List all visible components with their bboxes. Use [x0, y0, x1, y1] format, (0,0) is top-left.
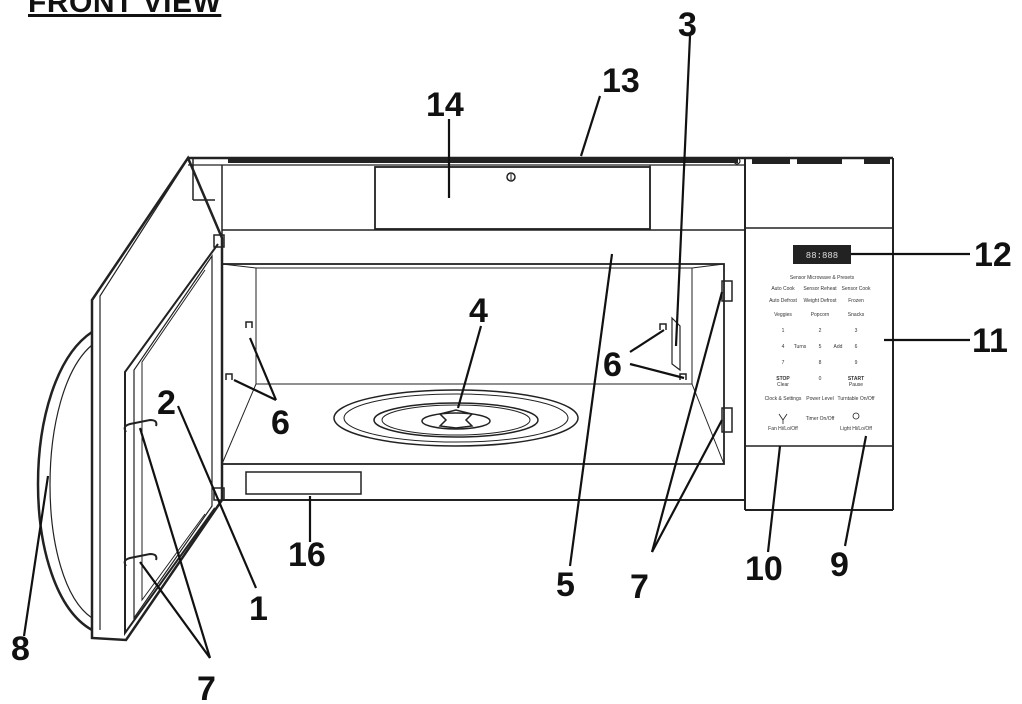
callout-5: 5 — [556, 566, 575, 604]
callout-16: 16 — [288, 536, 326, 574]
leader-6b — [233, 379, 277, 401]
door-latch-upper — [123, 418, 158, 433]
callout-3: 3 — [678, 6, 697, 44]
key-7[interactable]: 7 — [782, 360, 785, 366]
key-sensor-cook[interactable]: Sensor Cook — [842, 286, 871, 292]
leader-8 — [22, 475, 50, 637]
door-hinge-upper — [213, 234, 225, 248]
display-digits: 88:888 — [806, 251, 838, 261]
key-0[interactable]: 0 — [819, 376, 822, 382]
leader-10 — [766, 445, 782, 553]
callout-11: 11 — [972, 322, 1008, 360]
callout-4: 4 — [469, 292, 488, 330]
key-auto-defrost[interactable]: Auto Defrost — [769, 298, 797, 304]
key-auto-cook[interactable]: Auto Cook — [771, 286, 795, 292]
callouts: 1 2 3 4 5 6 6 7 7 8 9 10 11 12 13 14 16 — [11, 6, 1012, 704]
key-1[interactable]: 1 — [782, 328, 785, 334]
fan-icon — [778, 413, 788, 424]
page-title: FRONT VIEW — [28, 0, 222, 19]
cabinet — [188, 156, 894, 511]
turntable — [333, 389, 579, 447]
key-snacks[interactable]: Snacks — [848, 312, 865, 318]
stop-sub: Clear — [777, 382, 789, 388]
leader-6c — [629, 329, 665, 353]
callout-2: 2 — [157, 384, 176, 422]
callout-8: 8 — [11, 630, 30, 668]
leader-4 — [456, 325, 483, 409]
leader-1 — [176, 405, 258, 589]
latch-hole-upper — [721, 280, 733, 302]
key-6-sub: Add — [834, 344, 843, 350]
key-frozen[interactable]: Frozen — [848, 298, 864, 304]
leader-5 — [568, 253, 614, 567]
callout-6-right: 6 — [603, 346, 622, 384]
key-turntable[interactable]: Turntable On/Off — [838, 396, 876, 402]
leader-13 — [579, 95, 602, 157]
key-timer[interactable]: Timer On/Off — [806, 416, 835, 422]
rack-support-left-upper — [245, 321, 253, 328]
key-power-level[interactable]: Power Level — [806, 396, 834, 402]
callout-10: 10 — [745, 550, 783, 588]
key-5[interactable]: 5 — [819, 344, 822, 350]
leader-9 — [843, 435, 868, 547]
key-light[interactable]: Light Hi/Lo/Off — [840, 426, 872, 432]
key-veggies[interactable]: Veggies — [774, 312, 792, 318]
key-3[interactable]: 3 — [855, 328, 858, 334]
door — [90, 155, 225, 642]
key-4[interactable]: 4 — [782, 344, 785, 350]
key-sensor-reheat[interactable]: Sensor Reheat — [803, 286, 837, 292]
door-latch-lower — [123, 552, 158, 567]
callout-12: 12 — [974, 236, 1012, 274]
rating-label-plate — [245, 471, 362, 495]
leader-7d — [139, 561, 211, 659]
door-handle — [36, 330, 93, 632]
start-sub: Pause — [849, 382, 863, 388]
key-fan[interactable]: Fan Hi/Lo/Off — [768, 426, 798, 432]
stop-button[interactable]: STOP — [776, 376, 790, 382]
key-4-sub: Turns — [794, 344, 807, 350]
leader-7a — [650, 291, 724, 553]
key-9[interactable]: 9 — [855, 360, 858, 366]
callout-14: 14 — [426, 86, 464, 124]
key-clock-settings[interactable]: Clock & Settings — [765, 396, 802, 402]
rack-support-right-upper — [659, 323, 667, 330]
key-popcorn[interactable]: Popcorn — [811, 312, 830, 318]
callout-7-right: 7 — [630, 568, 649, 606]
leader-6a — [248, 337, 278, 401]
rack-support-left-lower — [225, 373, 233, 380]
turntable-hub — [438, 409, 474, 429]
key-8[interactable]: 8 — [819, 360, 822, 366]
callout-13: 13 — [602, 62, 640, 100]
key-6[interactable]: 6 — [855, 344, 858, 350]
leader-6d — [629, 362, 685, 380]
key-2[interactable]: 2 — [819, 328, 822, 334]
leader-7b — [651, 419, 723, 553]
callout-9: 9 — [830, 546, 849, 584]
panel-heading: Sensor Microwave & Presets — [790, 275, 855, 281]
start-button[interactable]: START — [848, 376, 864, 382]
control-panel: 88:888 Sensor Microwave & Presets Auto C… — [765, 245, 875, 432]
leader-lines — [22, 35, 970, 659]
grease-filter-grille — [374, 166, 651, 230]
leader-7c — [138, 427, 212, 659]
leader-3 — [674, 35, 692, 347]
callout-6-left: 6 — [271, 404, 290, 442]
callout-1: 1 — [249, 590, 268, 628]
light-bulb-icon — [852, 412, 860, 420]
top-vent-strip — [228, 158, 738, 163]
key-weight-defrost[interactable]: Weight Defrost — [804, 298, 838, 304]
callout-7-door: 7 — [197, 670, 216, 704]
display-window — [793, 245, 851, 264]
